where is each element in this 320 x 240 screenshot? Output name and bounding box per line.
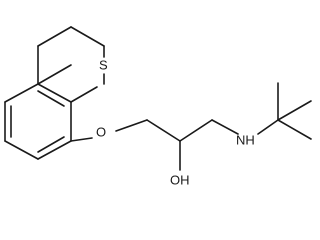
bond-cq-me-bottom — [277, 119, 312, 140]
bond-c8-o — [70, 137, 93, 142]
bond-c6-c7 — [4, 140, 39, 160]
bond-o-ch2 — [115, 119, 148, 132]
atom-label-ether-oxygen: O — [96, 124, 106, 139]
atom-label-amine: NH — [236, 132, 255, 147]
bond-c4a-c5 — [4, 83, 39, 103]
structure-diagram: S O NH OH — [4, 26, 312, 187]
bond-ch2n-nh — [211, 119, 239, 135]
bond-cq-me-right — [277, 100, 312, 121]
bond-nh-cq — [257, 119, 279, 135]
bond-choh-ch2n — [179, 119, 213, 142]
bond-c3-c2 — [70, 26, 105, 47]
bond-ch2-choh — [146, 119, 181, 142]
atom-label-hydroxyl: OH — [170, 172, 190, 187]
bond-skeleton — [4, 26, 312, 171]
bond-c7-c8 — [37, 140, 72, 160]
atom-labels: S O NH OH — [96, 57, 255, 187]
bond-double-c7-c8 — [37, 136, 65, 153]
bond-c8a-c4a — [37, 83, 72, 103]
bond-c8a-s — [70, 86, 98, 103]
bond-c4a-c8a — [37, 64, 72, 85]
bond-c4-c3 — [37, 26, 72, 47]
bond-double-c8a-c4a — [37, 90, 65, 107]
atom-label-sulfur: S — [99, 57, 108, 72]
